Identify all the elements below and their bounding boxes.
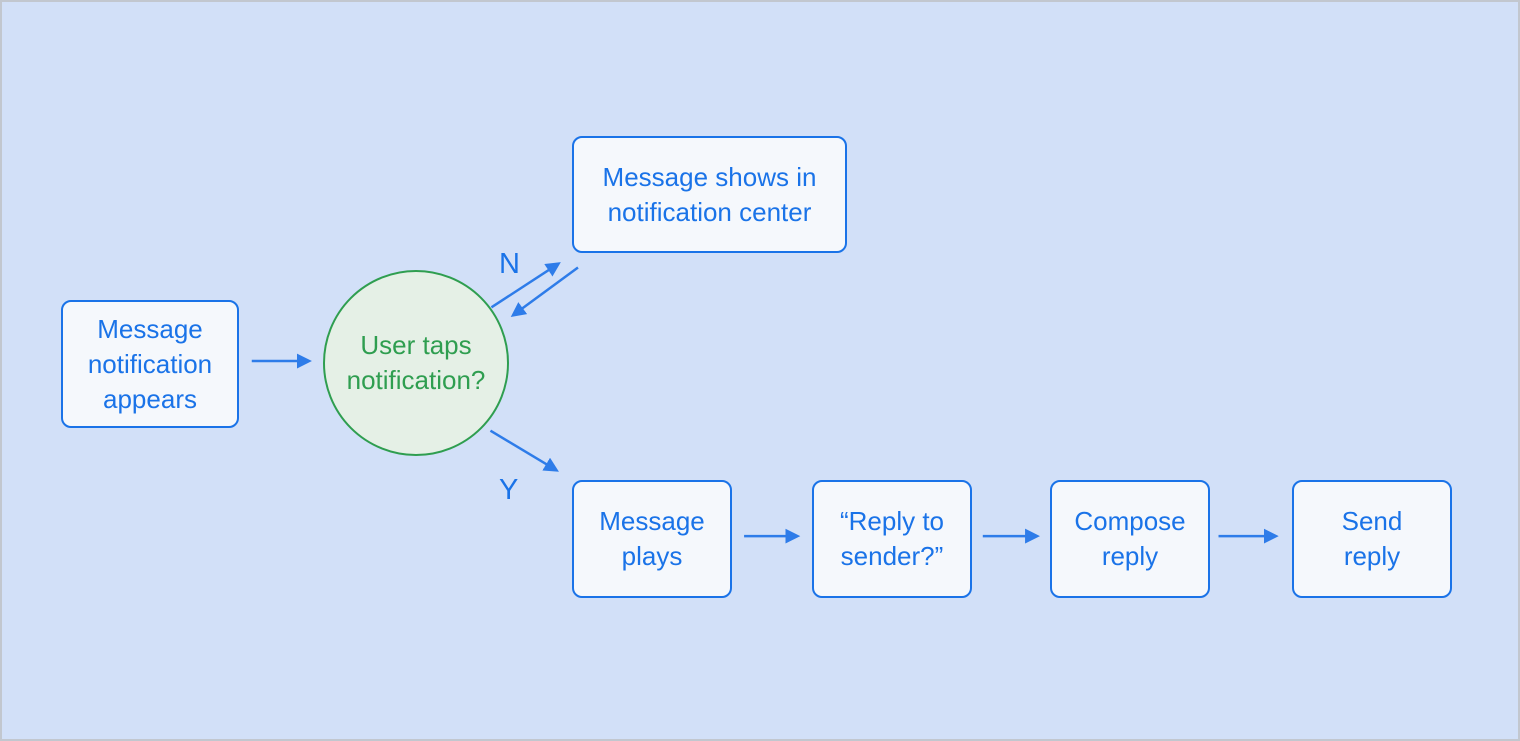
edge-decision-to-notification-center — [490, 262, 561, 309]
edge-decision-to-message-plays — [489, 429, 559, 472]
edge-label-no: N — [499, 248, 520, 280]
node-message-shows-in-notification-center: Message shows in notification center — [572, 136, 847, 253]
node-label-send-reply: Send reply — [1341, 506, 1403, 571]
node-send-reply: Send reply — [1292, 480, 1452, 598]
node-message-notification-appears: Message notification appears — [61, 300, 239, 428]
node-message-plays: Message plays — [572, 480, 732, 598]
node-reply-to-sender: “Reply to sender?” — [812, 480, 972, 598]
node-label-user-taps-notification: User taps notification? — [346, 330, 486, 395]
node-label-compose-reply: Compose reply — [1074, 506, 1186, 571]
node-label-message-plays: Message plays — [599, 506, 705, 571]
node-label-message-notification-appears: Message notification appears — [87, 313, 213, 414]
edge-label-yes: Y — [499, 474, 519, 506]
node-user-taps-notification-decision: User taps notification? — [323, 270, 509, 456]
edge-notification-center-to-decision — [510, 266, 579, 317]
node-label-message-shows-in-notification-center: Message shows in notification center — [602, 161, 817, 227]
node-label-reply-to-sender: “Reply to sender?” — [839, 506, 945, 571]
node-compose-reply: Compose reply — [1050, 480, 1210, 598]
